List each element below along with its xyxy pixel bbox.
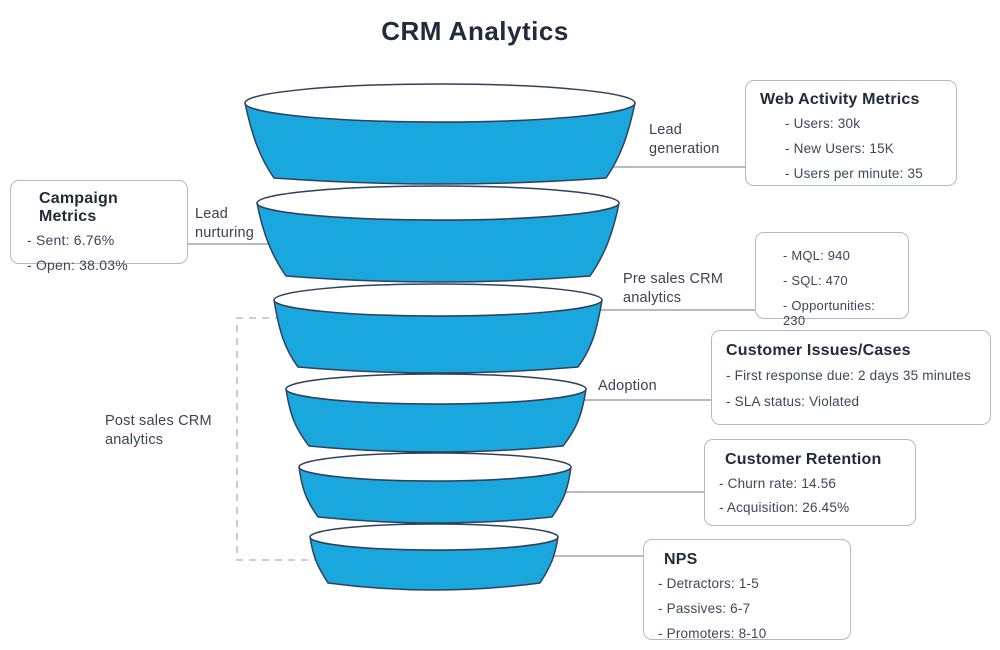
campaign-metrics-title: Campaign Metrics — [39, 190, 118, 225]
funnel-segment-2-rim — [256, 185, 620, 221]
customer-issues-box: Customer Issues/Cases - First response d… — [711, 330, 991, 425]
metric-item: - Open: 38.03% — [27, 257, 128, 273]
metric-item: - Churn rate: 14.56 — [719, 476, 837, 491]
funnel-segment-5-rim — [298, 452, 572, 482]
metric-item: - Sent: 6.76% — [27, 232, 115, 248]
nps-title: NPS — [664, 551, 698, 568]
connector-lines — [187, 166, 756, 557]
metric-item: - SQL: 470 — [783, 273, 848, 288]
metric-item: - Users per minute: 35 — [785, 166, 923, 181]
label-pre-sales-crm-analytics: Pre sales CRM analytics — [623, 271, 724, 306]
customer-retention-title: Customer Retention — [725, 451, 882, 468]
funnel-segment-2 — [256, 185, 620, 283]
pre-sales-metrics-box: - MQL: 940 - SQL: 470 - Opportunities: 2… — [755, 232, 909, 328]
metric-item: - First response due: 2 days 35 minutes — [726, 368, 971, 383]
funnel-segment-6 — [309, 523, 559, 591]
post-sales-bracket — [236, 317, 320, 561]
page-title: CRM Analytics — [381, 16, 569, 46]
label-lead-nurturing: Lead nurturing — [195, 206, 255, 241]
funnel-segment-3-rim — [273, 283, 603, 317]
funnel-segment-6-rim — [309, 523, 559, 551]
nps-box: NPS - Detractors: 1-5 - Passives: 6-7 - … — [643, 539, 851, 641]
customer-retention-box: Customer Retention - Churn rate: 14.56 -… — [704, 439, 916, 526]
funnel-segment-1-rim — [244, 83, 636, 123]
metric-item: - Promoters: 8-10 — [658, 626, 767, 641]
metric-item: - Opportunities: 230 — [783, 298, 876, 328]
customer-issues-title: Customer Issues/Cases — [726, 342, 911, 359]
metric-item: - Passives: 6-7 — [658, 601, 751, 616]
metric-item: - Acquisition: 26.45% — [719, 500, 850, 515]
metric-item: - SLA status: Violated — [726, 394, 860, 409]
web-activity-metrics-title: Web Activity Metrics — [760, 91, 920, 108]
funnel-segment-4-rim — [285, 373, 587, 405]
funnel-segment-4 — [285, 373, 587, 453]
funnel-segment-3 — [273, 283, 603, 374]
label-adoption: Adoption — [598, 378, 657, 394]
label-post-sales-crm-analytics: Post sales CRM analytics — [105, 413, 212, 448]
campaign-metrics-box: Campaign Metrics - Sent: 6.76% - Open: 3… — [10, 180, 188, 273]
metric-item: - Detractors: 1-5 — [658, 576, 759, 591]
metric-item: - New Users: 15K — [785, 141, 894, 156]
metric-item: - Users: 30k — [785, 116, 861, 131]
metric-item: - MQL: 940 — [783, 248, 851, 263]
label-lead-generation: Lead generation — [649, 122, 720, 157]
funnel-segment-5 — [298, 452, 572, 524]
funnel-segment-1 — [244, 83, 636, 185]
web-activity-metrics-box: Web Activity Metrics - Users: 30k - New … — [745, 80, 957, 186]
